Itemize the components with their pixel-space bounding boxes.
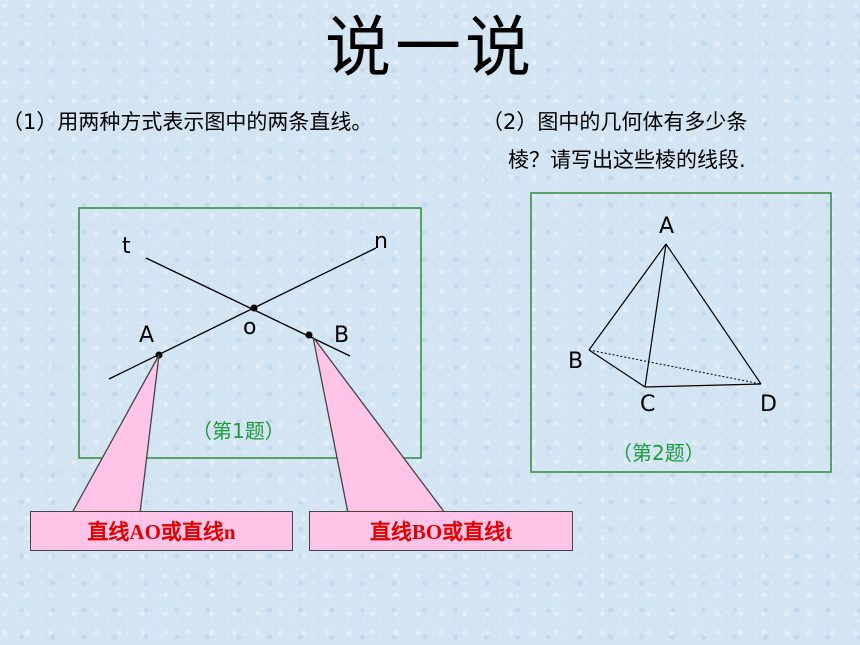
figure-1-caption: （第1题） xyxy=(192,419,285,443)
edge-bc xyxy=(588,349,646,388)
callout-left-pointer xyxy=(70,354,160,514)
label-vertex-b: B xyxy=(568,349,583,374)
question-2-line-2: 棱？请写出这些棱的线段. xyxy=(508,148,746,172)
edge-cd xyxy=(644,383,762,388)
figure-1-frame xyxy=(78,207,422,459)
point-b xyxy=(305,331,313,339)
question-2-line-1: （2）图中的几何体有多少条 xyxy=(482,110,748,134)
figure-1: t n o A B （第1题） xyxy=(78,207,422,459)
slide-title: 说一说 xyxy=(325,9,535,86)
callout-right-pointer xyxy=(312,336,447,514)
line-t xyxy=(145,257,351,357)
question-1: （1）用两种方式表示图中的两条直线。 xyxy=(2,110,373,134)
line-n xyxy=(108,247,377,380)
point-o xyxy=(250,304,258,312)
callout-left: 直线AO或直线n xyxy=(30,511,293,551)
figure-2: A B C D （第2题） xyxy=(530,192,832,473)
label-a: A xyxy=(139,323,154,348)
edge-ad xyxy=(665,243,762,385)
figure-2-caption: （第2题） xyxy=(612,441,705,465)
callout-right: 直线BO或直线t xyxy=(309,511,573,551)
edge-ac xyxy=(644,243,667,388)
label-n: n xyxy=(374,229,388,254)
label-vertex-c: C xyxy=(640,392,655,417)
label-o: o xyxy=(243,315,256,340)
label-vertex-a: A xyxy=(659,214,674,239)
edge-bd-hidden xyxy=(588,349,762,385)
label-vertex-d: D xyxy=(760,392,777,417)
figure-2-frame xyxy=(530,192,832,473)
edge-ab xyxy=(588,243,667,351)
label-b: B xyxy=(334,323,349,348)
label-t: t xyxy=(122,234,131,259)
